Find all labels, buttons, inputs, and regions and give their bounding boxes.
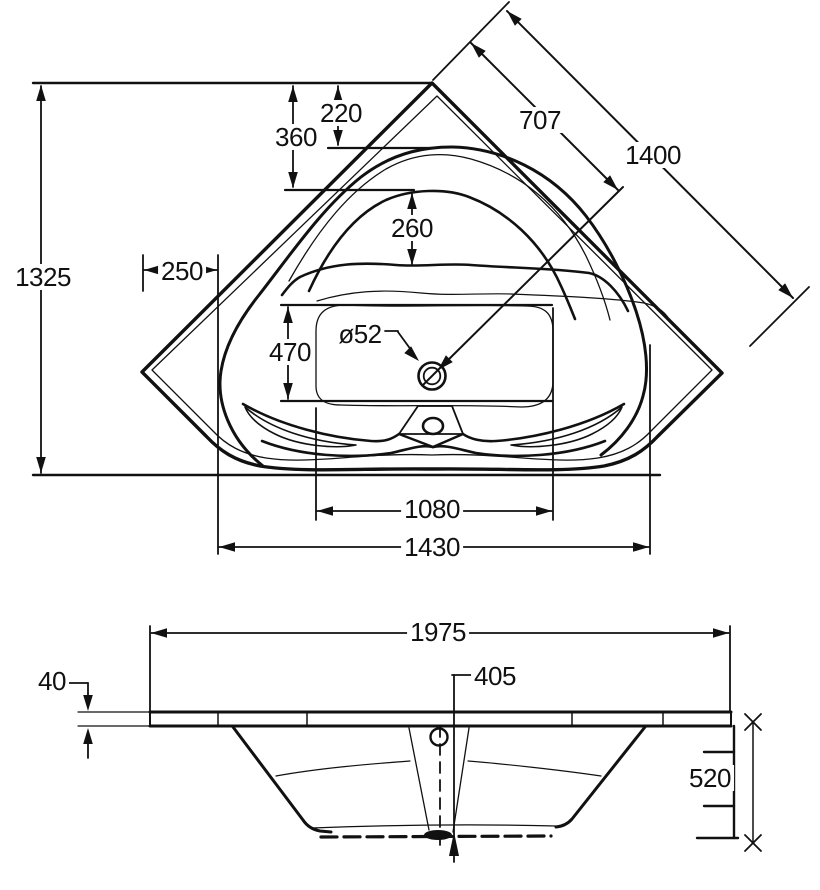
dim-label-1080: 1080 xyxy=(401,496,463,522)
dim-label-drain-diameter: ø52 xyxy=(335,321,385,347)
dim-label-250: 250 xyxy=(158,258,206,284)
dim-label-260: 260 xyxy=(388,215,436,241)
dim-label-360: 360 xyxy=(272,124,320,150)
top-view-drawing xyxy=(31,1,810,555)
dim-label-1430: 1430 xyxy=(401,534,463,560)
dim-label-707: 707 xyxy=(516,107,564,133)
side-view-drawing xyxy=(67,625,762,863)
dim-label-405: 405 xyxy=(471,663,519,689)
dim-label-220: 220 xyxy=(317,100,365,126)
dim-label-1975: 1975 xyxy=(407,619,469,645)
dim-label-1400: 1400 xyxy=(622,142,684,168)
dim-label-520: 520 xyxy=(686,765,734,791)
dim-label-470: 470 xyxy=(266,339,314,365)
dim-label-1325: 1325 xyxy=(12,264,74,290)
dim-label-40: 40 xyxy=(35,668,69,694)
